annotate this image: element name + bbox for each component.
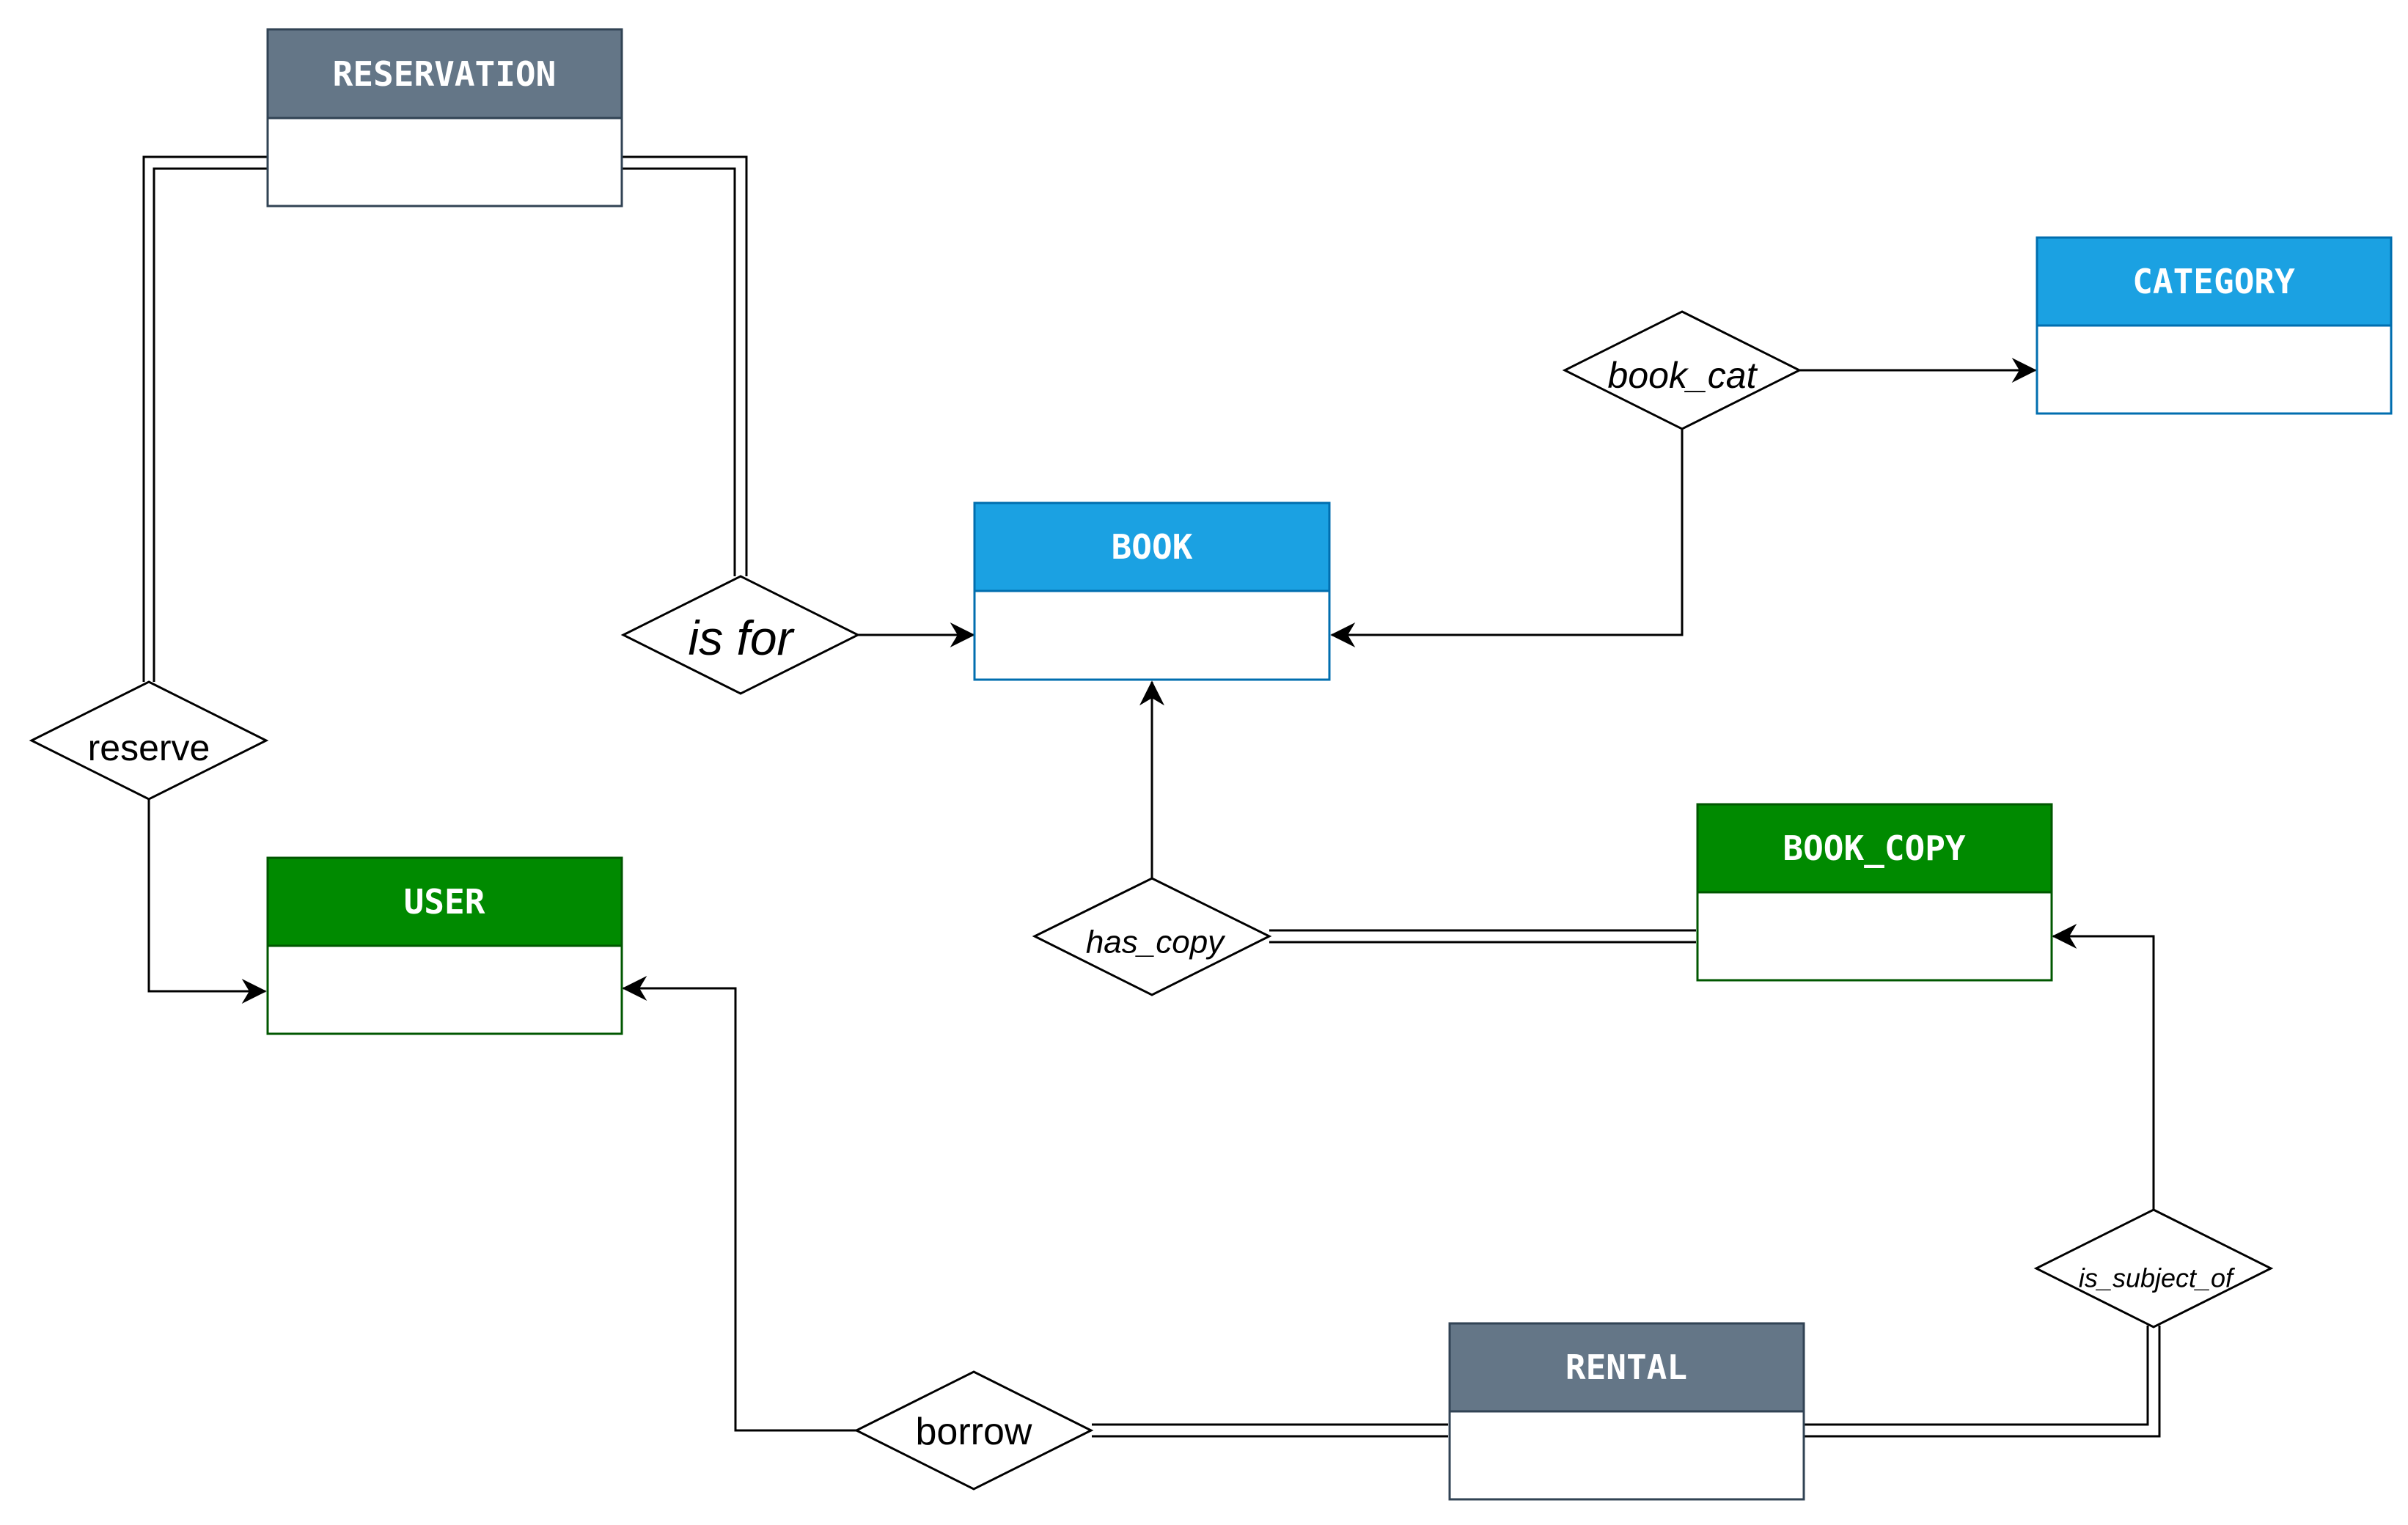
entity-category-header xyxy=(2036,236,2393,327)
entity-reservation-header xyxy=(266,28,623,120)
connector-reservation-reserve-inner xyxy=(153,167,268,682)
connector-rental-issubjectof-outer xyxy=(1802,1326,2161,1438)
relationship-book-cat[interactable]: book_cat xyxy=(1562,310,1802,430)
relationship-book-cat-label: book_cat xyxy=(1608,355,1758,396)
entity-category[interactable]: CATEGORY xyxy=(2036,236,2393,415)
entity-rental[interactable]: RENTAL xyxy=(1448,1322,1805,1501)
entity-book-title: BOOK xyxy=(1112,527,1193,567)
relationship-book-cat-shape xyxy=(1562,310,1802,430)
relationship-is-for[interactable]: is for xyxy=(620,575,861,695)
connector-reserve-user xyxy=(147,799,267,1004)
relationship-reserve[interactable]: reserve xyxy=(29,680,269,801)
relationship-reserve-shape xyxy=(29,680,269,801)
entity-user[interactable]: USER xyxy=(266,856,623,1035)
connector-borrow-user xyxy=(622,976,858,1432)
entity-user-header xyxy=(266,856,623,947)
entity-book-header xyxy=(973,501,1331,592)
entity-rental-header xyxy=(1448,1322,1805,1413)
connector-reservation-isfor-inner xyxy=(622,167,736,576)
connector-rental-issubjectof-inner xyxy=(1802,1326,2149,1426)
connectors xyxy=(142,155,2161,1438)
connector-reservation-isfor-outer xyxy=(622,155,748,576)
entity-book-copy[interactable]: BOOK_COPY xyxy=(1696,803,2053,982)
relationship-borrow-shape xyxy=(854,1370,1094,1491)
entity-book[interactable]: BOOK xyxy=(973,501,1331,681)
relationship-borrow[interactable]: borrow xyxy=(854,1370,1094,1491)
relationship-has-copy-shape xyxy=(1032,877,1272,996)
relationship-is-subject-of-label: is_subject_of xyxy=(2079,1263,2236,1293)
entity-rental-title: RENTAL xyxy=(1565,1348,1687,1387)
connector-reservation-reserve-outer xyxy=(142,155,268,682)
relationship-is-for-label: is for xyxy=(688,611,795,665)
entity-reservation[interactable]: RESERVATION xyxy=(266,28,623,207)
entity-reservation-title: RESERVATION xyxy=(333,54,557,94)
relationship-borrow-label: borrow xyxy=(916,1411,1032,1453)
connector-bookcat-book xyxy=(1330,429,1684,647)
relationship-is-subject-of-shape xyxy=(2033,1208,2274,1329)
relationship-is-for-shape xyxy=(620,575,861,695)
connector-issubjectof-bookcopy xyxy=(2052,924,2155,1210)
relationship-has-copy[interactable]: has_copy xyxy=(1032,877,1272,996)
entity-book-copy-header xyxy=(1696,803,2053,894)
relationship-has-copy-label: has_copy xyxy=(1086,925,1226,960)
entity-user-title: USER xyxy=(404,882,485,922)
entity-book-copy-title: BOOK_COPY xyxy=(1783,828,1966,868)
relationship-is-subject-of[interactable]: is_subject_of xyxy=(2033,1208,2274,1329)
entity-category-title: CATEGORY xyxy=(2132,262,2295,301)
relationship-reserve-label: reserve xyxy=(88,727,210,768)
